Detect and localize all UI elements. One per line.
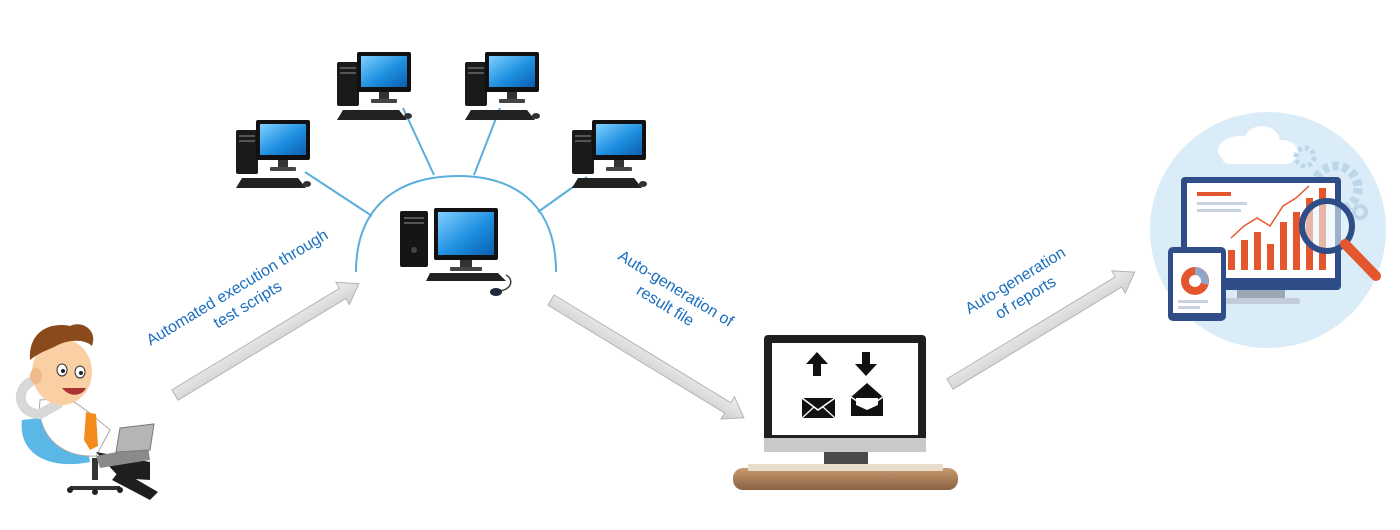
envelope-closed-icon <box>801 397 836 419</box>
envelope-open-icon <box>850 383 884 416</box>
analytics-report-icon <box>1150 112 1386 348</box>
desktop-computer-icon <box>236 120 311 188</box>
upload-arrow-icon <box>806 352 828 376</box>
monitor-with-mail-icon <box>733 335 958 490</box>
arrow-reports <box>946 270 1136 390</box>
desktop-computer-icon <box>572 120 647 188</box>
desktop-computer-icon <box>337 52 412 120</box>
arrow-result-file <box>547 294 745 420</box>
client-connector-lines <box>304 107 588 217</box>
arrow-execution <box>171 281 360 401</box>
relaxed-person-with-laptop-icon <box>15 324 158 500</box>
desktop-computer-icon <box>465 52 540 120</box>
server-dome-arc <box>355 174 557 273</box>
download-arrow-icon <box>855 352 877 376</box>
central-desktop-computer-icon <box>400 208 512 296</box>
